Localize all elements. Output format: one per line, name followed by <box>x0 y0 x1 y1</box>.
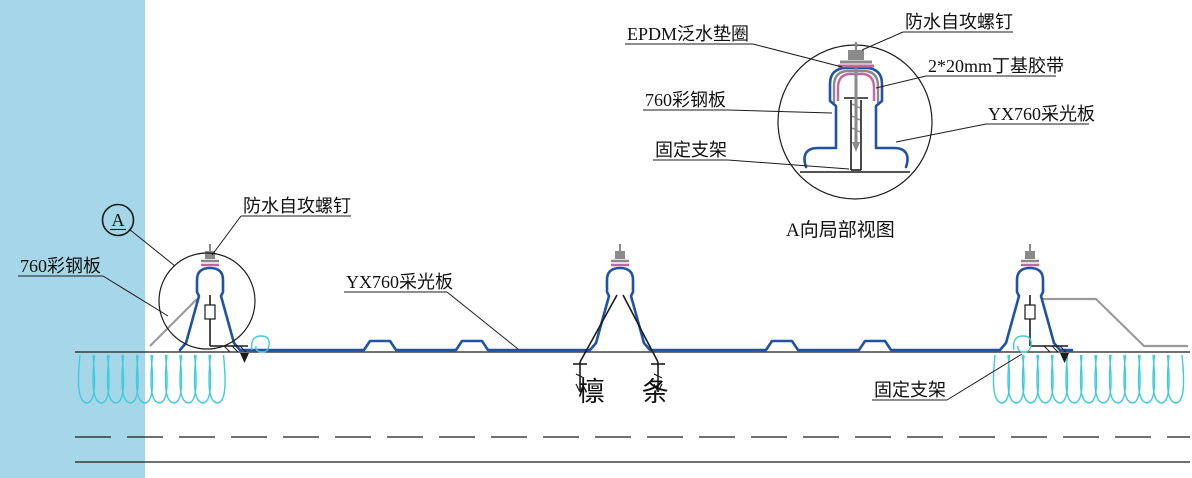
seam-screw-icon <box>1019 242 1041 267</box>
label-text: 760彩钢板 <box>645 90 726 110</box>
skylight-panel-profile <box>178 266 1074 352</box>
insulation-loop <box>1065 354 1083 404</box>
label-detail-bracket: 固定支架 <box>653 140 850 170</box>
insulation-loop <box>1152 354 1170 404</box>
insulation-loop <box>1007 354 1025 404</box>
label-detail-skylight: YX760采光板 <box>895 104 1095 143</box>
label-detail-steel-plate: 760彩钢板 <box>643 90 833 114</box>
sealant-curl-icon <box>1012 335 1032 353</box>
fixing-bracket <box>1024 294 1070 364</box>
detail-screw <box>838 42 874 152</box>
insulation-batts-right <box>992 354 1185 404</box>
label-main-steel-plate: 760彩钢板 <box>18 256 169 317</box>
label-detail-screw: 防水自攻螺钉 <box>861 12 1013 51</box>
label-text: 固定支架 <box>874 380 946 400</box>
insulation-loop <box>1021 354 1040 404</box>
bracket-leg-right <box>622 294 659 363</box>
insulation-loop <box>179 354 197 404</box>
detail-indicator-circle <box>158 252 256 350</box>
label-text: 760彩钢板 <box>20 256 101 276</box>
detail-view-caption: A向局部视图 <box>786 219 895 241</box>
label-text: EPDM泛水垫圈 <box>627 24 749 44</box>
fixing-bracket <box>204 294 250 364</box>
insulation-loop <box>1079 354 1098 404</box>
seam-screw-icon <box>609 242 631 267</box>
insulation-loop <box>1036 354 1054 404</box>
label-epdm-washer: EPDM泛水垫圈 <box>625 24 843 68</box>
label-text: 防水自攻螺钉 <box>905 12 1013 32</box>
label-main-bracket: 固定支架 <box>872 353 1023 401</box>
insulation-loop <box>1166 354 1185 404</box>
steel-plate-right <box>1043 297 1188 348</box>
insulation-loop <box>992 354 1011 404</box>
label-purlin: 檩 条 <box>578 377 684 407</box>
label-text: 固定支架 <box>655 140 727 160</box>
insulation-loop <box>164 354 183 404</box>
insulation-loop <box>1094 354 1112 404</box>
insulation-loop <box>1123 354 1141 404</box>
annotations: EPDM泛水垫圈 防水自攻螺钉 2*20mm丁基胶带 760彩钢板 YX760采… <box>18 12 1095 407</box>
insulation-loop <box>1108 354 1127 404</box>
insulation-loop <box>1137 354 1156 404</box>
label-text: 防水自攻螺钉 <box>243 196 351 216</box>
insulation-loop <box>150 354 168 404</box>
left-color-band <box>0 0 145 478</box>
label-text: YX760采光板 <box>346 272 453 292</box>
label-text: 2*20mm丁基胶带 <box>928 56 1064 76</box>
insulation-loop <box>208 354 226 404</box>
insulation-loop <box>193 354 212 404</box>
label-butyl-tape: 2*20mm丁基胶带 <box>875 56 1064 89</box>
label-main-screw: 防水自攻螺钉 <box>211 196 351 256</box>
section-marker-a: A <box>101 203 176 267</box>
steel-plate-left-slope <box>149 298 198 347</box>
label-main-skylight: YX760采光板 <box>344 272 519 350</box>
label-text: YX760采光板 <box>988 104 1095 124</box>
main-section: A <box>75 203 1190 463</box>
bracket-leg-left <box>579 294 618 363</box>
section-marker-letter: A <box>112 210 125 230</box>
detail-view <box>777 42 933 200</box>
insulation-loop <box>1050 354 1069 404</box>
